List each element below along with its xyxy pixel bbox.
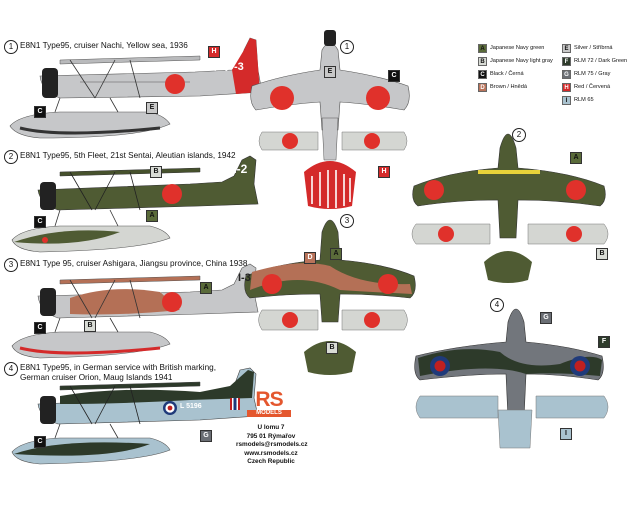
color-tag: B <box>150 166 162 178</box>
legend-label: RLM 65 <box>574 97 594 103</box>
plan-1-bottom <box>258 117 408 209</box>
color-tag: H <box>208 46 220 58</box>
plan-1-top <box>250 30 410 131</box>
legend-label: Japanese Navy light gray <box>490 58 553 64</box>
company-address: U lomu 7 795 01 Rýmařov rsmodels@rsmodel… <box>236 424 308 467</box>
legend-swatch: D <box>478 83 487 92</box>
plan-number: 2 <box>512 128 526 142</box>
plan-number: 3 <box>340 214 354 228</box>
legend-swatch: F <box>562 57 571 66</box>
plan-number: 4 <box>490 298 504 312</box>
plan-3-bottom <box>258 309 408 375</box>
color-tag: A <box>570 152 582 164</box>
color-tag: G <box>540 312 552 324</box>
address-line: U lomu 7 <box>257 424 285 431</box>
color-tag: H <box>378 166 390 178</box>
color-tag: B <box>596 248 608 260</box>
legend-swatch: B <box>478 57 487 66</box>
legend-swatch: A <box>478 44 487 53</box>
color-tag: E <box>324 66 336 78</box>
color-tag: C <box>388 70 400 82</box>
color-tag: A <box>200 282 212 294</box>
legend-label: Japanese Navy green <box>490 45 545 51</box>
plan-number: 1 <box>340 40 354 54</box>
color-tag: G <box>200 430 212 442</box>
profile-2 <box>11 155 259 253</box>
variant-number: 1 <box>4 40 18 54</box>
legend-label: RLM 72 / Dark Green <box>574 58 628 64</box>
legend-label: Silver / Stříbrná <box>574 45 613 51</box>
profile-4 <box>11 367 259 465</box>
email-link[interactable]: rsmodels@rsmodels.cz <box>236 441 308 448</box>
variant-number: 2 <box>4 150 18 164</box>
color-tag: C <box>34 216 46 228</box>
rs-models-logo: RS MODELS <box>247 388 291 417</box>
variant-caption: German cruiser Orion, Maug Islands 1941 <box>20 373 173 382</box>
legend-swatch: C <box>478 70 487 79</box>
plan-2-bottom <box>411 223 609 245</box>
logo-models: MODELS <box>247 410 291 417</box>
logo-rs: RS <box>255 388 283 411</box>
color-tag: C <box>34 436 46 448</box>
color-tag: A <box>330 248 342 260</box>
legend-label: Brown / Hnědá <box>490 84 528 90</box>
serial-code: L 5196 <box>180 403 202 410</box>
tail-code: ナチ-3 <box>212 61 244 73</box>
color-tag: A <box>146 210 158 222</box>
color-tag: B <box>84 320 96 332</box>
legend-swatch: I <box>562 96 571 105</box>
legend-swatch: E <box>562 44 571 53</box>
legend-label: Red / Červená <box>574 84 611 90</box>
color-tag: C <box>34 106 46 118</box>
variant-number: 4 <box>4 362 18 376</box>
variant-caption: E8N1 Type95, cruiser Nachi, Yellow sea, … <box>20 41 188 50</box>
website-link[interactable]: www.rsmodels.cz <box>244 449 298 457</box>
color-tag: F <box>598 336 610 348</box>
address-line: 795 01 Rýmařov <box>246 432 296 440</box>
legend-swatch: H <box>562 83 571 92</box>
legend-swatch: G <box>562 70 571 79</box>
tail-code: I-3 <box>238 272 251 284</box>
legend-label: Black / Černá <box>490 71 524 77</box>
variant-caption: E8N1 Type 95, cruiser Ashigara, Jiangsu … <box>20 259 248 268</box>
color-tag: B <box>326 342 338 354</box>
address-line: Czech Republic <box>247 458 295 465</box>
profile-3 <box>11 263 259 359</box>
plan-2-top <box>412 133 606 283</box>
plan-3-top <box>244 219 416 323</box>
color-tag: C <box>34 322 46 334</box>
color-tag: E <box>146 102 158 114</box>
plan-4-bottom <box>415 395 609 449</box>
color-tag: I <box>560 428 572 440</box>
legend-label: RLM 75 / Gray <box>574 71 611 77</box>
variant-number: 3 <box>4 258 18 272</box>
plan-4-top <box>414 308 604 419</box>
tail-code: WI-2 <box>222 162 248 176</box>
variant-caption: E8N1 Type95, in German service with Brit… <box>20 363 216 372</box>
variant-caption: E8N1 Type95, 5th Fleet, 21st Sentai, Ale… <box>20 151 236 160</box>
profile-1 <box>9 37 263 139</box>
color-tag: D <box>304 252 316 264</box>
